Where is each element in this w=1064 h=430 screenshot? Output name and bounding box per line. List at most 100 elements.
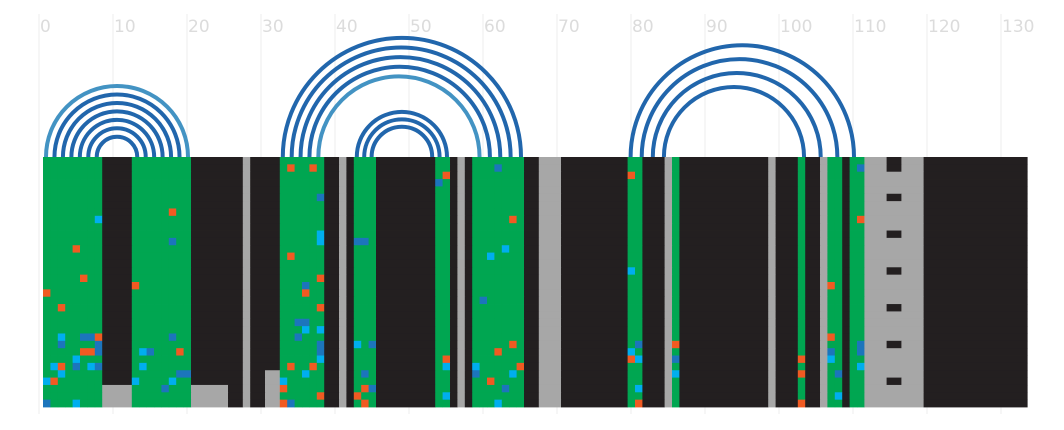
cell <box>176 252 184 261</box>
cell <box>797 340 806 349</box>
cell <box>672 333 680 342</box>
cell <box>561 186 628 195</box>
cell <box>797 392 806 401</box>
cell <box>242 326 251 334</box>
cell <box>834 157 843 165</box>
cell <box>834 193 843 202</box>
cell <box>154 245 162 253</box>
cell <box>487 311 495 320</box>
cell <box>146 230 155 239</box>
cell <box>501 215 510 224</box>
cell <box>672 186 680 195</box>
cell <box>464 164 473 173</box>
cell <box>242 355 251 364</box>
cell <box>820 289 828 298</box>
cell <box>664 223 673 231</box>
cell <box>302 186 310 195</box>
cell <box>361 171 369 180</box>
cell <box>679 377 769 386</box>
cell <box>827 392 836 401</box>
cell <box>679 311 769 320</box>
cell <box>775 370 799 378</box>
cell <box>324 289 340 298</box>
cell <box>679 384 769 393</box>
cell <box>131 186 140 195</box>
cell <box>43 223 51 231</box>
cell <box>494 384 503 393</box>
cell <box>131 179 140 187</box>
cell <box>309 237 318 246</box>
cell <box>538 326 562 334</box>
cell <box>923 267 1028 276</box>
cell <box>516 399 525 408</box>
cell <box>464 223 473 231</box>
cell <box>72 259 81 268</box>
cell <box>50 179 59 187</box>
cell <box>842 399 850 408</box>
cell <box>494 259 503 268</box>
cell <box>642 186 665 195</box>
cell <box>797 318 806 327</box>
cell <box>827 223 836 231</box>
cell <box>302 274 310 283</box>
cell <box>43 348 51 356</box>
cell <box>265 392 281 401</box>
cell <box>820 362 828 371</box>
cell <box>820 282 828 290</box>
cell <box>87 208 96 217</box>
cell <box>561 245 628 253</box>
cell <box>827 171 836 180</box>
cell <box>102 179 133 187</box>
cell <box>509 223 517 231</box>
cell <box>279 208 288 217</box>
cell <box>494 282 503 290</box>
cell <box>353 171 362 180</box>
cell <box>494 230 503 239</box>
cell <box>65 282 73 290</box>
cell <box>442 208 451 217</box>
cell <box>472 304 480 312</box>
cell <box>80 179 88 187</box>
cell <box>146 282 155 290</box>
cell <box>524 157 540 165</box>
cell <box>346 223 355 231</box>
cell <box>679 201 769 209</box>
cell <box>642 157 665 165</box>
cell <box>627 259 636 268</box>
cell <box>72 267 81 276</box>
cell <box>642 348 665 356</box>
cell <box>50 399 59 408</box>
cell <box>524 186 540 195</box>
cell <box>464 259 473 268</box>
cell <box>435 392 443 401</box>
cell <box>43 289 51 298</box>
cell <box>94 392 103 401</box>
cell <box>102 274 133 283</box>
cell <box>176 267 184 276</box>
cell <box>346 318 355 327</box>
arc-0-3 <box>69 109 165 158</box>
cell <box>509 348 517 356</box>
cell <box>250 333 281 342</box>
cell <box>768 164 776 173</box>
cell <box>501 208 510 217</box>
cell <box>827 230 836 239</box>
cell <box>457 392 466 401</box>
cell <box>72 201 81 209</box>
cell <box>353 370 362 378</box>
cell <box>538 201 562 209</box>
cell <box>672 340 680 349</box>
cell <box>279 384 288 393</box>
cell <box>65 171 73 180</box>
cell <box>146 193 155 202</box>
cell <box>842 201 850 209</box>
cell <box>842 237 850 246</box>
cell <box>43 245 51 253</box>
cell <box>487 245 495 253</box>
cell <box>857 289 865 298</box>
cell <box>316 223 325 231</box>
cell <box>65 384 73 393</box>
cell <box>857 230 865 239</box>
cell <box>435 333 443 342</box>
cell <box>139 245 147 253</box>
